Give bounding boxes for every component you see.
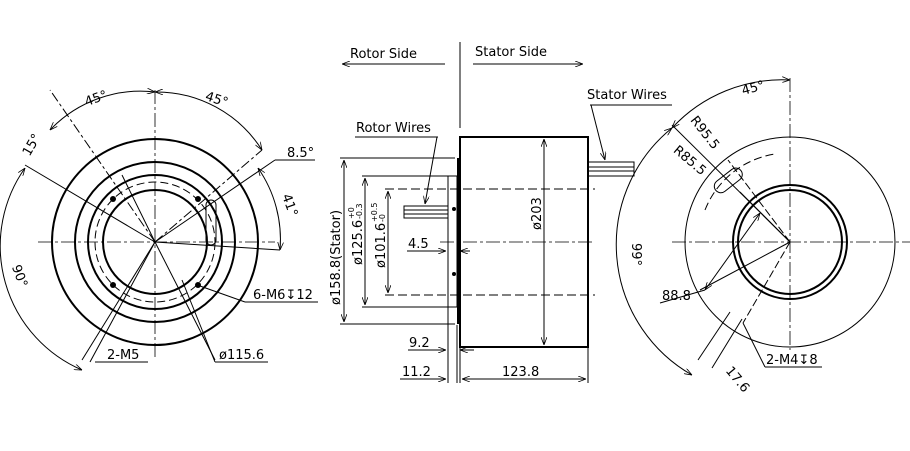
wire-slot	[713, 167, 743, 194]
stator-wires	[587, 161, 635, 177]
angle-8-5-label: 8.5°	[287, 146, 314, 161]
r85-5-label: R85.5	[670, 143, 709, 179]
dim-9-2-label: 9.2	[409, 336, 430, 351]
side-view: Rotor Side Stator Side Rotor Wires Stato…	[329, 42, 672, 383]
angle-90-label: 90°	[8, 263, 30, 290]
angle-45-right-label: 45°	[203, 89, 230, 110]
dia-101-tol-lower: -0	[378, 214, 387, 222]
rotor-wires	[403, 205, 449, 219]
pcd-label: ø115.6	[219, 348, 264, 363]
mount-hole	[110, 196, 116, 202]
dia-203-label: ø203	[530, 197, 545, 230]
dim-88-8-label: 88.8	[662, 289, 691, 304]
dia-125-label: ø125.6	[351, 220, 366, 265]
dia-101-tol-upper: +0.5	[370, 203, 379, 222]
stator-side-label: Stator Side	[475, 45, 547, 60]
holes-m6-label: 6-M6↧12	[253, 288, 313, 303]
flange-circle	[87, 174, 223, 310]
mount-hole	[110, 282, 116, 288]
angle-99-label: 99°	[628, 243, 643, 266]
angle-45-left-label: 45°	[83, 88, 110, 110]
mount-hole	[195, 196, 201, 202]
dim-123-8-label: 123.8	[502, 365, 539, 380]
pcd-circle	[94, 181, 216, 303]
dia-125-tol-lower: -0.3	[355, 203, 364, 219]
dia-125-tol-upper: +0	[347, 207, 356, 219]
dia-stator-label: ø158.8(Stator)	[329, 210, 344, 305]
angle-45-label: 45°	[740, 78, 766, 98]
angle-15-label: 15°	[20, 131, 45, 158]
angle-41-label: 41°	[278, 192, 300, 219]
mount-hole	[195, 282, 201, 288]
wire-slot	[205, 199, 217, 246]
holes-m5-label: 2-M5	[107, 348, 139, 363]
stator-flange	[457, 158, 460, 324]
front-view: 45° 45° 15° 8.5° 41° 90° 6-M6↧12 2-M5 ø1…	[0, 88, 318, 371]
rotor-hub	[447, 175, 458, 308]
rotor-side-label: Rotor Side	[350, 47, 417, 62]
rear-view: 45° 99° R95.5 R85.5 88.8 2-M4↧8 17.6	[615, 78, 910, 396]
r95-5-label: R95.5	[687, 113, 722, 152]
stator-wires-label: Stator Wires	[587, 88, 667, 103]
dim-17-6-label: 17.6	[722, 364, 752, 396]
dim-11-2-label: 11.2	[402, 365, 431, 380]
dia-101-label: ø101.6	[374, 223, 389, 268]
holes-m4-label: 2-M4↧8	[766, 353, 818, 368]
dim-4-5-label: 4.5	[408, 237, 429, 252]
bore-circle	[102, 189, 208, 295]
rotor-wires-label: Rotor Wires	[356, 121, 431, 136]
